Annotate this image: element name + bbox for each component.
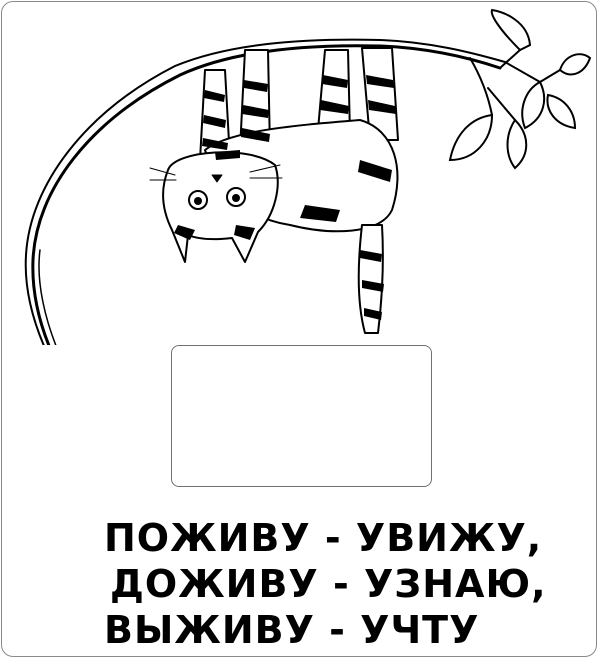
cat-on-branch-illustration (24, 8, 592, 345)
caption-line-1: ПОЖИВУ - УВИЖУ, (104, 516, 543, 560)
leaf-icon (448, 8, 592, 170)
cat-hanging-illustration (149, 47, 399, 334)
caption-line-2: ДОЖИВУ - УЗНАЮ, (110, 562, 547, 606)
tree-branch-illustration (24, 38, 561, 345)
caption-line-3: ВЫЖИВУ - УЧТУ (104, 608, 480, 652)
photo-placeholder-frame (171, 345, 432, 487)
